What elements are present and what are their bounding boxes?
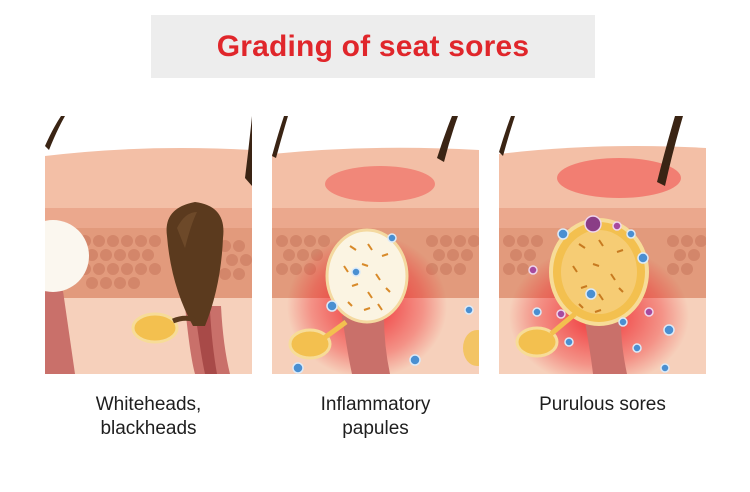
bacteria-purple (528, 215, 654, 319)
caption-line: Inflammatory (320, 394, 431, 415)
whitehead (45, 220, 89, 292)
caption-line: blackheads (100, 418, 197, 439)
bacteria-rods (343, 243, 391, 311)
whiteheads-blackheads-illustration (45, 116, 252, 374)
caption-line: Purulous sores (539, 394, 666, 415)
caption-whiteheads-blackheads: Whiteheads, blackheads (45, 393, 252, 441)
fat-cells (79, 235, 252, 289)
fat-cells (503, 235, 706, 275)
panel-purulous-sores (499, 116, 706, 374)
caption-inflammatory-papules: Inflammatory papules (272, 393, 479, 441)
panel-inflammatory-papules (272, 116, 479, 374)
inflammatory-papules-illustration (272, 116, 479, 374)
bacteria-blue (532, 228, 675, 373)
title-banner: Grading of seat sores (151, 15, 595, 78)
bacteria-blue (292, 233, 474, 374)
panel-whiteheads-blackheads (45, 116, 252, 374)
bacteria-rods (572, 239, 624, 313)
purulous-sores-illustration (499, 116, 706, 374)
caption-line: papules (342, 418, 409, 439)
page-title: Grading of seat sores (216, 29, 530, 63)
caption-purulous-sores: Purulous sores (499, 393, 706, 417)
caption-line: Whiteheads, (95, 394, 202, 415)
papule (325, 228, 409, 324)
